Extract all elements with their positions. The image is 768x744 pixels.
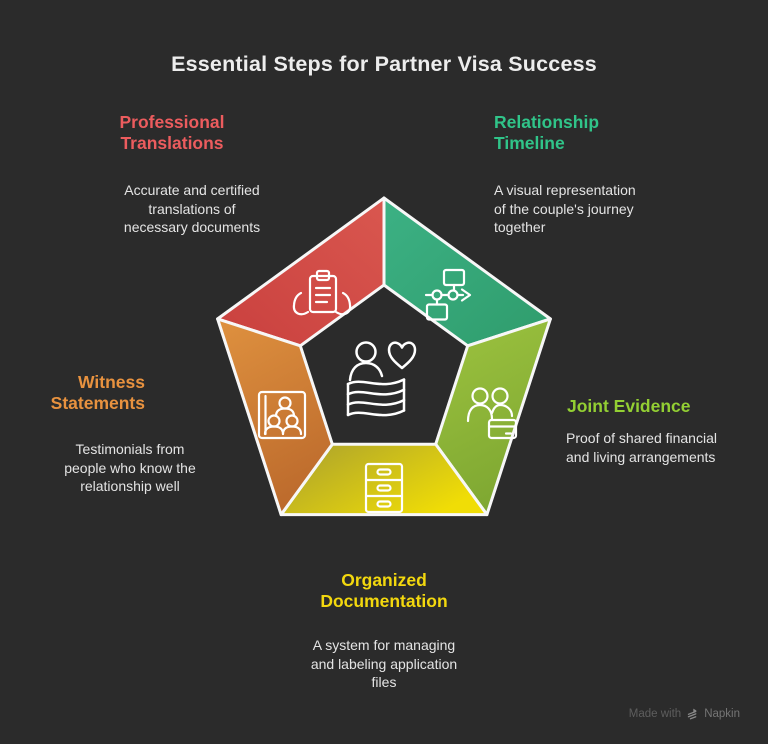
flowchart-timeline-icon [424, 268, 472, 321]
heading-professional-translations: Professional Translations [119, 112, 225, 153]
description-organized-documentation: A system for managing and labeling appli… [310, 637, 458, 690]
watermark-prefix: Made with [628, 707, 682, 720]
description-relationship-timeline: A visual representation of the couple's … [494, 182, 636, 235]
people-with-card-icon [466, 387, 518, 440]
watermark-brand: Napkin [704, 707, 740, 720]
person-heart-flag-icon [346, 341, 417, 417]
heading-relationship-timeline: Relationship Timeline [494, 112, 600, 153]
napkin-logo-icon [687, 708, 697, 720]
filing-cabinet-icon [364, 462, 404, 514]
heading-organized-documentation: Organized Documentation [320, 570, 448, 611]
description-joint-evidence: Proof of shared financial and living arr… [566, 430, 717, 465]
description-professional-translations: Accurate and certified translations of n… [123, 182, 261, 235]
watermark: Made with Napkin [629, 707, 740, 720]
description-witness-statements: Testimonials from people who know the re… [64, 441, 196, 494]
heading-joint-evidence: Joint Evidence [567, 396, 691, 416]
segment-witness [216, 317, 334, 517]
heading-witness-statements: Witness Statements [50, 372, 145, 413]
hands-holding-document-icon [292, 269, 352, 316]
page-title: Essential Steps for Partner Visa Success [171, 52, 597, 76]
photo-frame-people-icon [257, 390, 307, 440]
